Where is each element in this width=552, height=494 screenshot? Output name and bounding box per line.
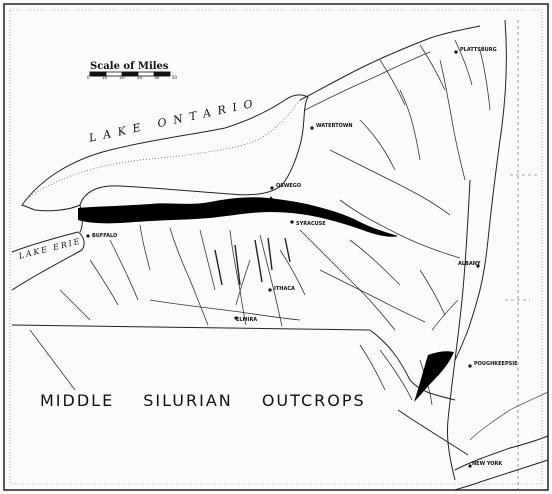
city-dot-poughkeepsie (468, 364, 472, 368)
city-label-albany: ALBANY (458, 261, 481, 267)
city-label-poughkeepsie: POUGHKEEPSIE (474, 361, 518, 367)
city-label-new-york: NEW YORK (472, 461, 503, 467)
city-dot-new-york (468, 464, 472, 468)
hudson-river (447, 179, 471, 481)
city-label-plattsburg: PLATTSBURG (460, 47, 497, 53)
city-dot-buffalo (86, 234, 90, 238)
city-label-oswego: OSWEGO (276, 183, 302, 189)
st-lawrence-river (299, 25, 481, 101)
city-label-buffalo: BUFFALO (92, 233, 118, 239)
city-label-ithaca: ITHACA (274, 286, 295, 292)
map-title: MIDDLE SILURIAN OUTCROPS (40, 391, 366, 410)
southern-state-line (11, 324, 371, 331)
city-dot-ithaca (268, 288, 272, 292)
scale-tick: 40 (154, 75, 160, 80)
scale-tick: 20 (119, 75, 125, 80)
lake-erie-shore (11, 231, 85, 291)
scale-tick: 0 (87, 75, 90, 80)
city-markers (86, 50, 480, 468)
city-label-syracuse: SYRACUSE (296, 221, 326, 227)
lake-ontario-shore (21, 94, 309, 212)
scale-bar (89, 71, 171, 77)
scale-tick: 50 (171, 75, 177, 80)
map-frame (3, 3, 549, 491)
city-dot-syracuse (290, 220, 294, 224)
city-dot-oswego (270, 186, 274, 190)
city-dot-albany (476, 264, 480, 268)
city-dot-plattsburg (454, 50, 458, 54)
city-dot-elmira (234, 316, 238, 320)
river-network (29, 39, 491, 406)
scale-tick: 10 (101, 75, 108, 80)
scale-ticks: 0 10 20 30 40 50 (87, 76, 177, 80)
outcrop-belt-hudson (414, 351, 454, 402)
city-label-watertown: WATERTOWN (316, 123, 353, 129)
finger-lakes (214, 237, 291, 286)
city-label-elmira: ELMIRA (236, 317, 258, 323)
eastern-state-line (454, 19, 507, 361)
city-dot-watertown (310, 126, 314, 130)
outcrop-belt-niagara-syracuse (78, 197, 398, 237)
scale-tick: 30 (136, 75, 142, 80)
scale-title: Scale of Miles (90, 61, 169, 72)
long-island (454, 435, 549, 491)
map-inner-frame (9, 9, 543, 485)
